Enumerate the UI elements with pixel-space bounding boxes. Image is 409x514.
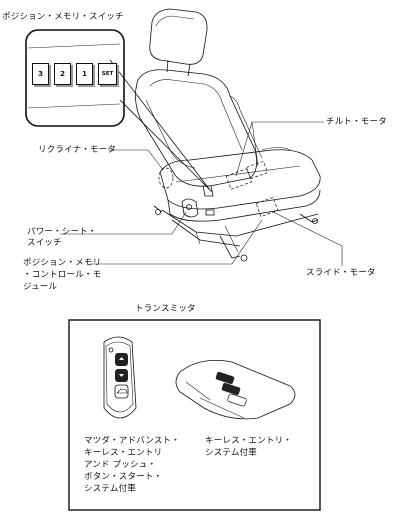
tilt-motor-marker-1 [225,168,253,190]
label-keyless-entry-2: システム付車 [205,448,257,458]
memory-switch-mount-drawing [202,185,214,197]
tilt-motor-marker-2 [246,160,268,180]
transmitter-box [68,319,321,511]
slide-motor-marker [255,196,279,218]
label-position-memory-module-1: ポジション・メモリ [23,258,102,268]
label-transmitter: トランスミッタ [135,304,196,314]
label-slide-motor: スライド・モータ [306,268,376,278]
label-power-seat-switch-2: スイッチ [27,238,62,248]
label-mazda-advanced-1: マツダ・アドバンスト・ [84,436,180,446]
memory-button-2: 2 [54,63,71,85]
label-position-memory-switch: ポジション・メモリ・スイッチ [2,12,124,22]
memory-button-1: 1 [76,63,93,85]
label-power-seat-switch-1: パワー・シート・ [27,227,97,237]
memory-button-3: 3 [32,63,49,85]
memory-button-row: 3 2 1 SET [32,63,122,103]
seat-cushion-drawing [159,147,321,222]
label-keyless-entry-1: キーレス・エントリ・ [205,436,293,446]
label-position-memory-module-2: ・コントロール・モ [23,270,102,280]
memory-button-set: SET [98,63,117,85]
power-seat-switch-drawing [181,198,215,218]
leader-lines [60,121,343,266]
seat-rails-drawing [153,205,319,262]
label-mazda-advanced-5: システム付車 [84,484,136,494]
label-position-memory-module-3: ジュール [23,282,58,292]
label-mazda-advanced-3: アンド プッシュ・ [84,460,157,470]
smart-key-drawing [103,336,137,419]
seat-headrest-drawing [149,8,208,77]
seat-back-drawing [135,69,263,187]
label-mazda-advanced-2: キーレス・エントリ [84,448,163,458]
label-tilt-motor: チルト・モータ [326,117,387,127]
label-mazda-advanced-4: ボタン・スタート・ [84,472,163,482]
memory-switch-callout [25,29,213,193]
label-recliner-motor: リクライナ・モータ [38,145,117,155]
recliner-motor-marker [158,167,174,189]
keyless-fob-drawing [175,359,296,420]
